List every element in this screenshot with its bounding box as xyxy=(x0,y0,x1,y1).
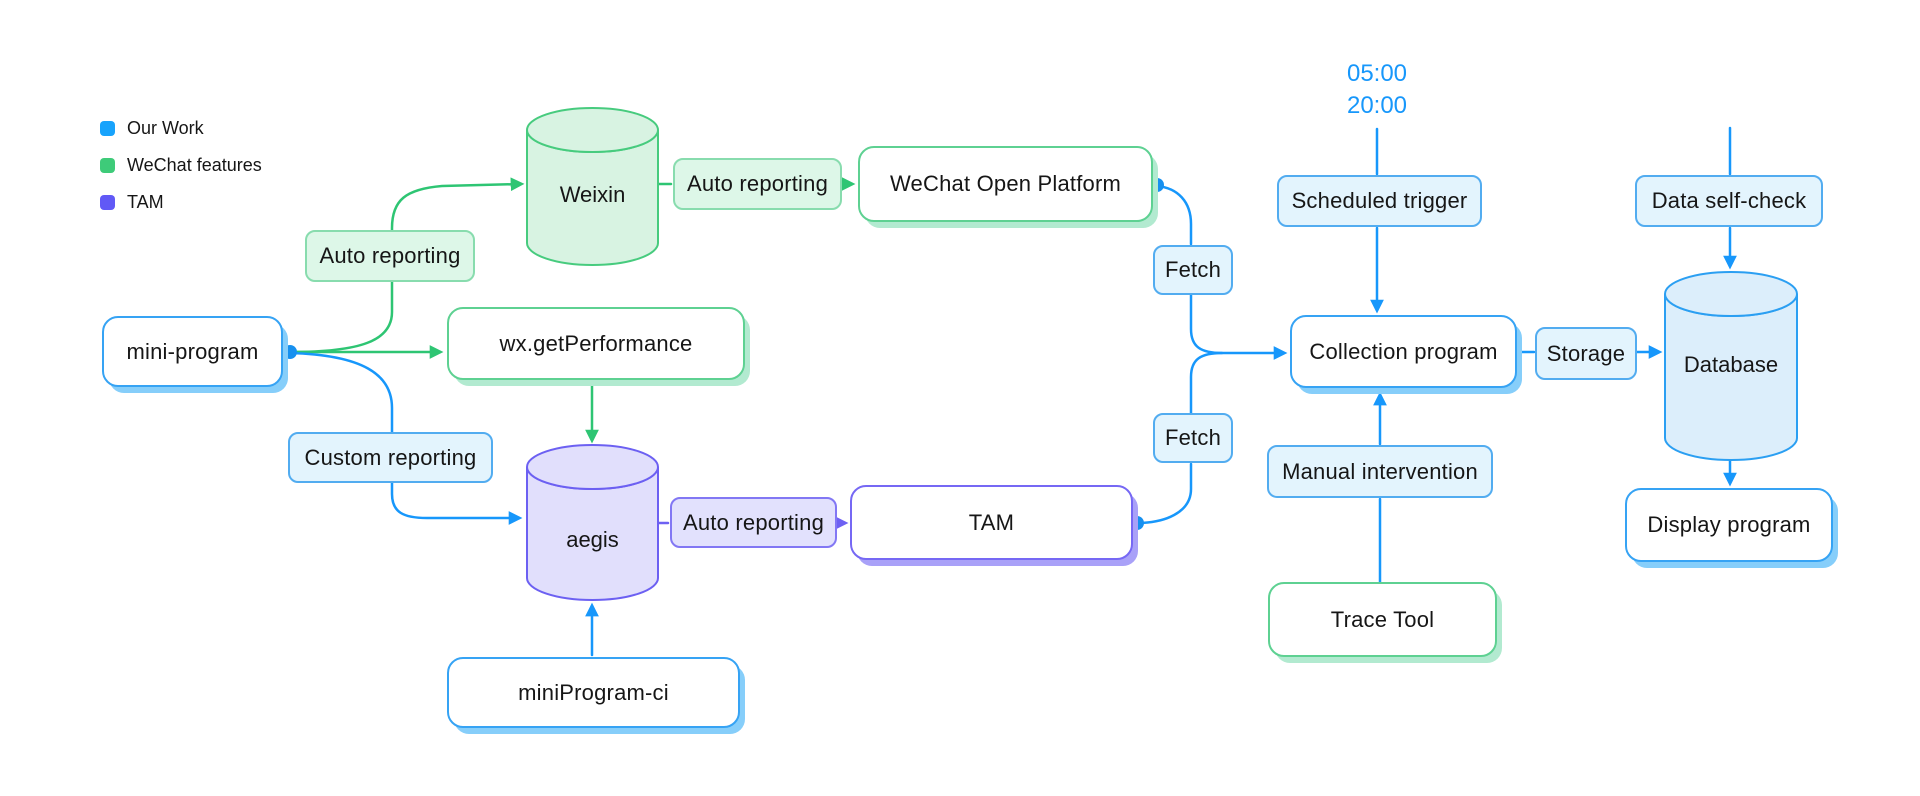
node-mini-program-label: mini-program xyxy=(126,338,259,364)
legend-swatch-blue xyxy=(100,120,115,136)
edge-wechatop-to-fetchtop xyxy=(1155,184,1193,246)
node-auto-reporting-wechat: Auto reporting xyxy=(673,158,842,210)
node-trace-tool-label: Trace Tool xyxy=(1330,606,1435,632)
node-scheduled-trigger: Scheduled trigger xyxy=(1277,175,1482,227)
legend-label: TAM xyxy=(127,191,164,212)
node-custom-reporting: Custom reporting xyxy=(288,432,493,483)
node-wx-getperformance: wx.getPerformance xyxy=(447,307,745,380)
dot-tam xyxy=(1130,516,1144,530)
edge-fetchtop-to-collection xyxy=(1189,293,1288,360)
node-custom-reporting-label: Custom reporting xyxy=(304,444,477,470)
node-data-self-check: Data self-check xyxy=(1635,175,1823,227)
schedule-time-1: 05:00 xyxy=(1346,60,1408,87)
node-auto-reporting-weixin: Auto reporting xyxy=(305,230,475,282)
node-storage: Storage xyxy=(1535,327,1637,380)
legend-swatch-purple xyxy=(100,194,115,210)
node-auto-reporting-weixin-label: Auto reporting xyxy=(319,243,461,268)
node-aegis-label: aegis xyxy=(566,527,619,552)
node-display-program-label: Display program xyxy=(1647,512,1811,537)
legend-label: WeChat features xyxy=(127,154,262,175)
legend: Our Work WeChat features TAM xyxy=(100,117,262,228)
legend-swatch-green xyxy=(100,157,115,173)
legend-item-our-work: Our Work xyxy=(100,117,262,139)
node-manual-intervention-label: Manual intervention xyxy=(1282,458,1478,484)
node-miniprogram-ci-label: miniProgram-ci xyxy=(518,679,669,705)
node-fetch-top: Fetch xyxy=(1153,245,1233,295)
cylinder-weixin xyxy=(526,107,659,266)
node-tam-label: TAM xyxy=(968,509,1015,535)
node-display-program: Display program xyxy=(1625,488,1833,562)
node-fetch-bottom: Fetch xyxy=(1153,413,1233,463)
legend-label: Our Work xyxy=(127,117,204,138)
edge-fetchbottom-merge xyxy=(1189,351,1224,415)
dot-wechat-open-platform xyxy=(1150,178,1164,192)
connector-green-flows xyxy=(288,177,856,444)
dot-mini-program xyxy=(283,345,297,359)
node-collection-program-label: Collection program xyxy=(1309,338,1498,364)
node-fetch-top-label: Fetch xyxy=(1164,257,1222,282)
edge-miniprogram-to-weixin xyxy=(288,177,525,354)
schedule-time-2: 20:00 xyxy=(1346,92,1408,119)
node-wechat-open-platform-label: WeChat Open Platform xyxy=(889,171,1122,196)
cylinder-aegis xyxy=(526,444,659,601)
node-wechat-open-platform: WeChat Open Platform xyxy=(858,146,1153,222)
legend-item-tam: TAM xyxy=(100,191,262,213)
node-mini-program: mini-program xyxy=(102,316,283,387)
node-trace-tool: Trace Tool xyxy=(1268,582,1497,657)
node-scheduled-trigger-label: Scheduled trigger xyxy=(1291,188,1468,213)
node-wx-getperformance-label: wx.getPerformance xyxy=(499,330,693,356)
node-auto-reporting-wechat-label: Auto reporting xyxy=(687,171,828,196)
node-weixin-label: Weixin xyxy=(559,182,626,207)
connector-dots xyxy=(283,178,1164,530)
node-auto-reporting-tam-label: Auto reporting xyxy=(683,509,824,535)
node-database-label: Database xyxy=(1683,352,1779,377)
legend-item-wechat-features: WeChat features xyxy=(100,154,262,176)
cylinder-database xyxy=(1664,271,1798,461)
node-fetch-bottom-label: Fetch xyxy=(1164,425,1222,450)
node-data-self-check-label: Data self-check xyxy=(1651,188,1807,213)
node-auto-reporting-tam: Auto reporting xyxy=(670,497,837,548)
node-collection-program: Collection program xyxy=(1290,315,1517,388)
node-manual-intervention: Manual intervention xyxy=(1267,445,1493,498)
node-storage-label: Storage xyxy=(1546,340,1626,366)
edge-miniprogram-to-aegis xyxy=(288,351,523,525)
schedule-times: 05:00 20:00 xyxy=(1310,58,1444,122)
node-tam: TAM xyxy=(850,485,1133,560)
connector-blue-flows xyxy=(288,126,1737,657)
edge-tam-to-fetchbottom xyxy=(1135,462,1193,525)
node-miniprogram-ci: miniProgram-ci xyxy=(447,657,740,728)
